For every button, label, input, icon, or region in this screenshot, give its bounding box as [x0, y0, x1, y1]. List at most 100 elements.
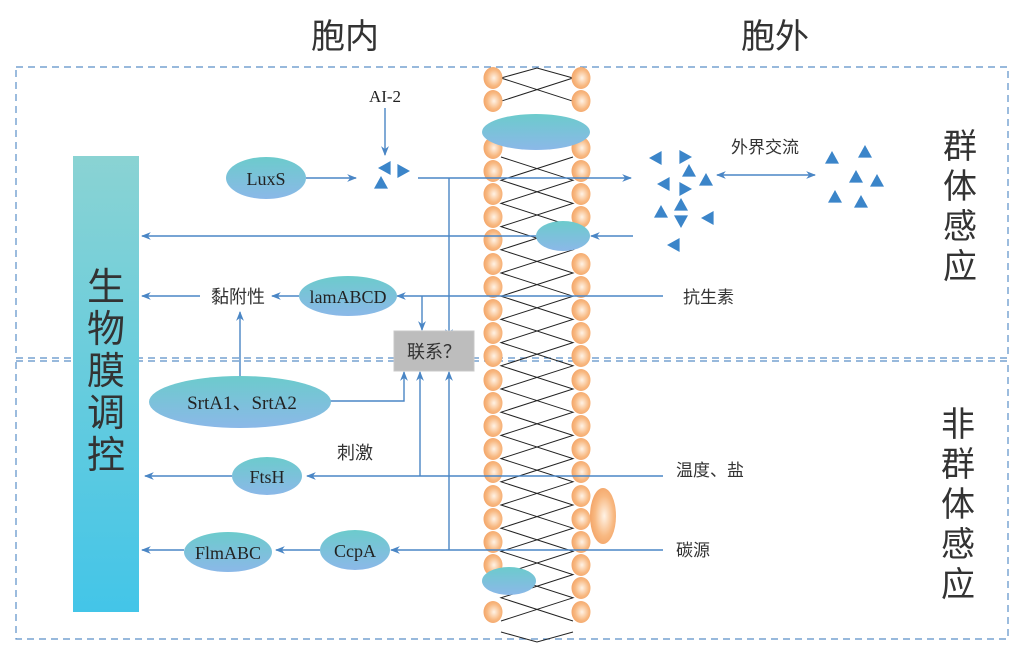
signal-molecule-triangle [825, 151, 839, 164]
non-quorum-sensing-label: 非 群 体 感 应 [941, 405, 975, 605]
svg-text:控: 控 [87, 433, 125, 477]
lamabcd-node: lamABCD [299, 276, 397, 316]
lipid-head [571, 369, 591, 391]
signal-molecule-triangle [674, 215, 688, 228]
lipid-head [483, 438, 503, 460]
signal-molecule-triangle [682, 164, 696, 177]
membrane-protein-top [482, 114, 590, 150]
lipid-head [571, 531, 591, 553]
lipid-head [483, 253, 503, 275]
antibiotics-label: 抗生素 [683, 288, 734, 308]
lipid-head [571, 183, 591, 205]
lipid-head [571, 276, 591, 298]
lipid-head [571, 508, 591, 530]
signal-molecule-triangle [667, 238, 680, 252]
svg-text:应: 应 [941, 565, 975, 605]
lipid-head [571, 554, 591, 576]
svg-text:物: 物 [87, 307, 125, 351]
lipid-head [571, 345, 591, 367]
svg-text:生: 生 [87, 265, 125, 309]
lipid-head [483, 485, 503, 507]
signal-molecule-triangle [374, 176, 388, 189]
lipid-head [571, 253, 591, 275]
biofilm-regulation-label: 生 物 膜 调 控 [87, 265, 125, 477]
svg-text:联系？: 联系？ [407, 342, 461, 363]
svg-text:FtsH: FtsH [249, 467, 284, 487]
lipid-head [483, 322, 503, 344]
signal-molecule-triangle [699, 173, 713, 186]
signal-molecule-triangle [849, 170, 863, 183]
cell-membrane [483, 67, 591, 643]
lipid-tail [500, 67, 574, 79]
lipid-head [571, 577, 591, 599]
signal-molecule-triangle [649, 151, 662, 165]
srta-node: SrtA1、SrtA2 [149, 376, 331, 428]
signal-arrows [141, 108, 816, 554]
receptor-protein [536, 221, 590, 251]
lipid-head [571, 601, 591, 623]
luxs-node: LuxS [226, 157, 306, 199]
svg-text:调: 调 [87, 391, 125, 435]
lipid-head [483, 299, 503, 321]
lipid-head [483, 276, 503, 298]
signal-molecule-triangle [679, 182, 692, 196]
svg-text:体: 体 [941, 485, 975, 525]
signal-molecule-triangle [397, 164, 410, 178]
lipid-head [483, 601, 503, 623]
lipid-head [571, 392, 591, 414]
lipid-head [571, 67, 591, 89]
signal-molecule-triangle [674, 198, 688, 211]
ai2-label: AI-2 [369, 87, 401, 106]
quorum-sensing-label: 群 体 感 应 [943, 127, 977, 287]
lipid-tail [500, 77, 574, 102]
svg-text:非: 非 [941, 405, 975, 445]
signal-molecule-triangle [854, 195, 868, 208]
signal-molecule-triangle [654, 205, 668, 218]
signal-molecule-triangle [378, 161, 391, 175]
svg-text:群: 群 [943, 127, 977, 167]
signal-molecule-triangle [858, 145, 872, 158]
lipid-head [571, 160, 591, 182]
adhesion-label: 黏附性 [211, 287, 265, 308]
ccpa-node: CcpA [320, 530, 390, 570]
lipid-head [483, 531, 503, 553]
lipid-tail [499, 156, 575, 622]
flmabc-node: FlmABC [184, 532, 272, 572]
exchange-label: 外界交流 [731, 138, 799, 158]
header-extracellular: 胞外 [741, 17, 809, 57]
ftsh-node: FtsH [232, 457, 302, 495]
signal-molecules [374, 145, 884, 252]
signal-molecule-triangle [657, 177, 670, 191]
quorum-sensing-region [15, 66, 1009, 359]
lipid-head [571, 438, 591, 460]
signal-molecule-triangle [870, 174, 884, 187]
link-box: 联系？ [393, 330, 475, 372]
lipid-head [483, 345, 503, 367]
lipid-head [483, 369, 503, 391]
lipid-head [483, 415, 503, 437]
membrane-protein-bottom [482, 567, 536, 595]
stimulus-label: 刺激 [337, 443, 373, 464]
svg-text:LuxS: LuxS [246, 169, 285, 189]
svg-text:群: 群 [941, 445, 975, 485]
lipid-head [483, 67, 503, 89]
signal-molecule-triangle [679, 150, 692, 164]
svg-text:CcpA: CcpA [334, 541, 376, 561]
lipid-head [483, 461, 503, 483]
svg-text:体: 体 [943, 167, 977, 207]
lipid-tail [500, 631, 574, 643]
svg-text:SrtA1、SrtA2: SrtA1、SrtA2 [187, 393, 297, 414]
svg-text:感: 感 [941, 525, 975, 565]
lipid-head [483, 160, 503, 182]
lipid-head [483, 206, 503, 228]
lipid-head [571, 485, 591, 507]
svg-text:lamABCD: lamABCD [309, 287, 386, 307]
non-quorum-sensing-region [15, 360, 1009, 640]
lipid-head [571, 415, 591, 437]
svg-text:感: 感 [943, 207, 977, 247]
svg-text:FlmABC: FlmABC [195, 543, 261, 563]
lipid-head [483, 90, 503, 112]
carbon-source-label: 碳源 [676, 541, 710, 561]
temp-salt-label: 温度、盐 [676, 461, 744, 481]
